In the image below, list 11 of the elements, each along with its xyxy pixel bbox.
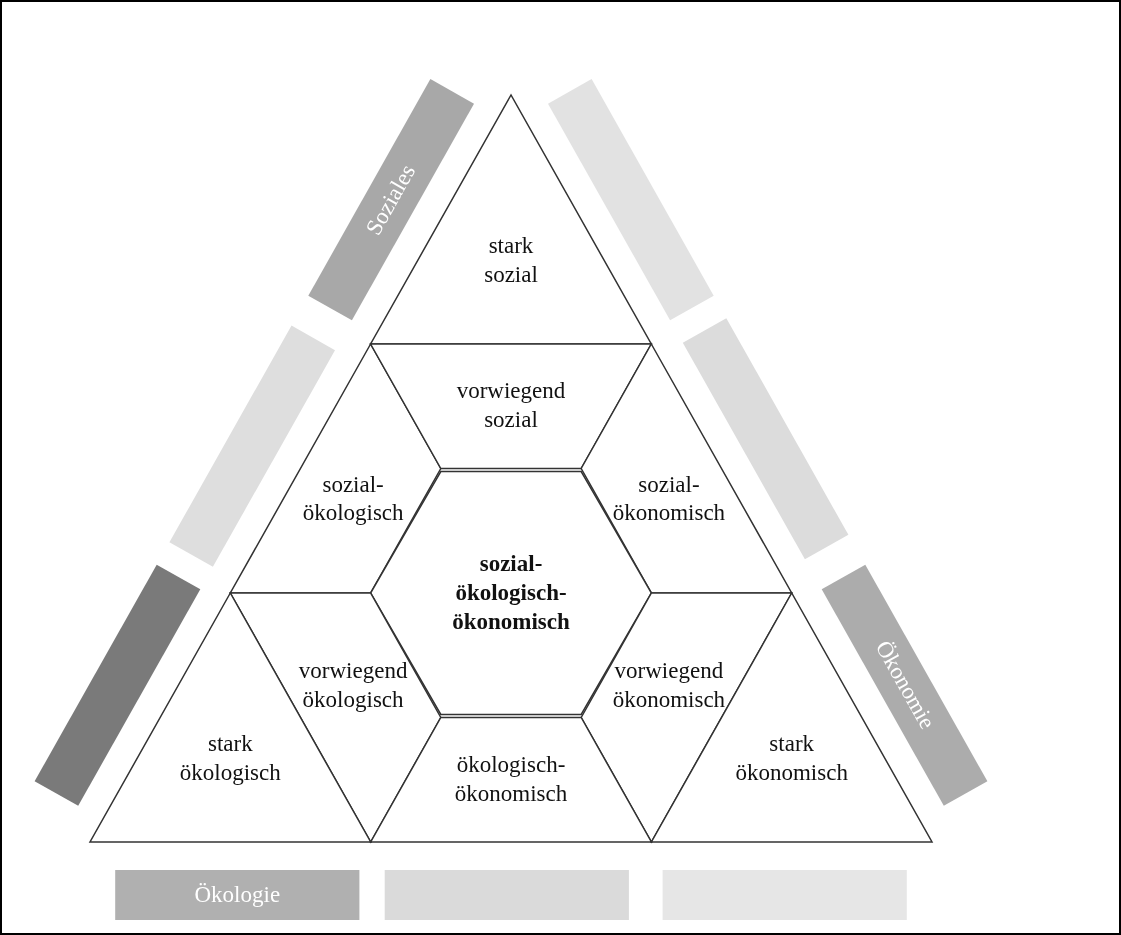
field-label: stark ökologisch [179, 730, 281, 787]
field-label: sozial-ökologisch-ökonomisch [452, 549, 570, 636]
field-label: vorwiegend ökonomisch [612, 657, 726, 715]
field-label: stark ökonomisch [735, 730, 848, 787]
field-label: ökologisch-ökonomisch [454, 751, 568, 808]
field-label: vorwiegend sozial [456, 377, 566, 435]
field-label: sozial-ökologisch [302, 470, 404, 528]
field-label: stark sozial [484, 232, 538, 289]
field-label: vorwiegend ökologisch [298, 657, 408, 715]
field-label: sozial-ökonomisch [612, 470, 726, 528]
band-label: Ökologie [194, 882, 281, 908]
